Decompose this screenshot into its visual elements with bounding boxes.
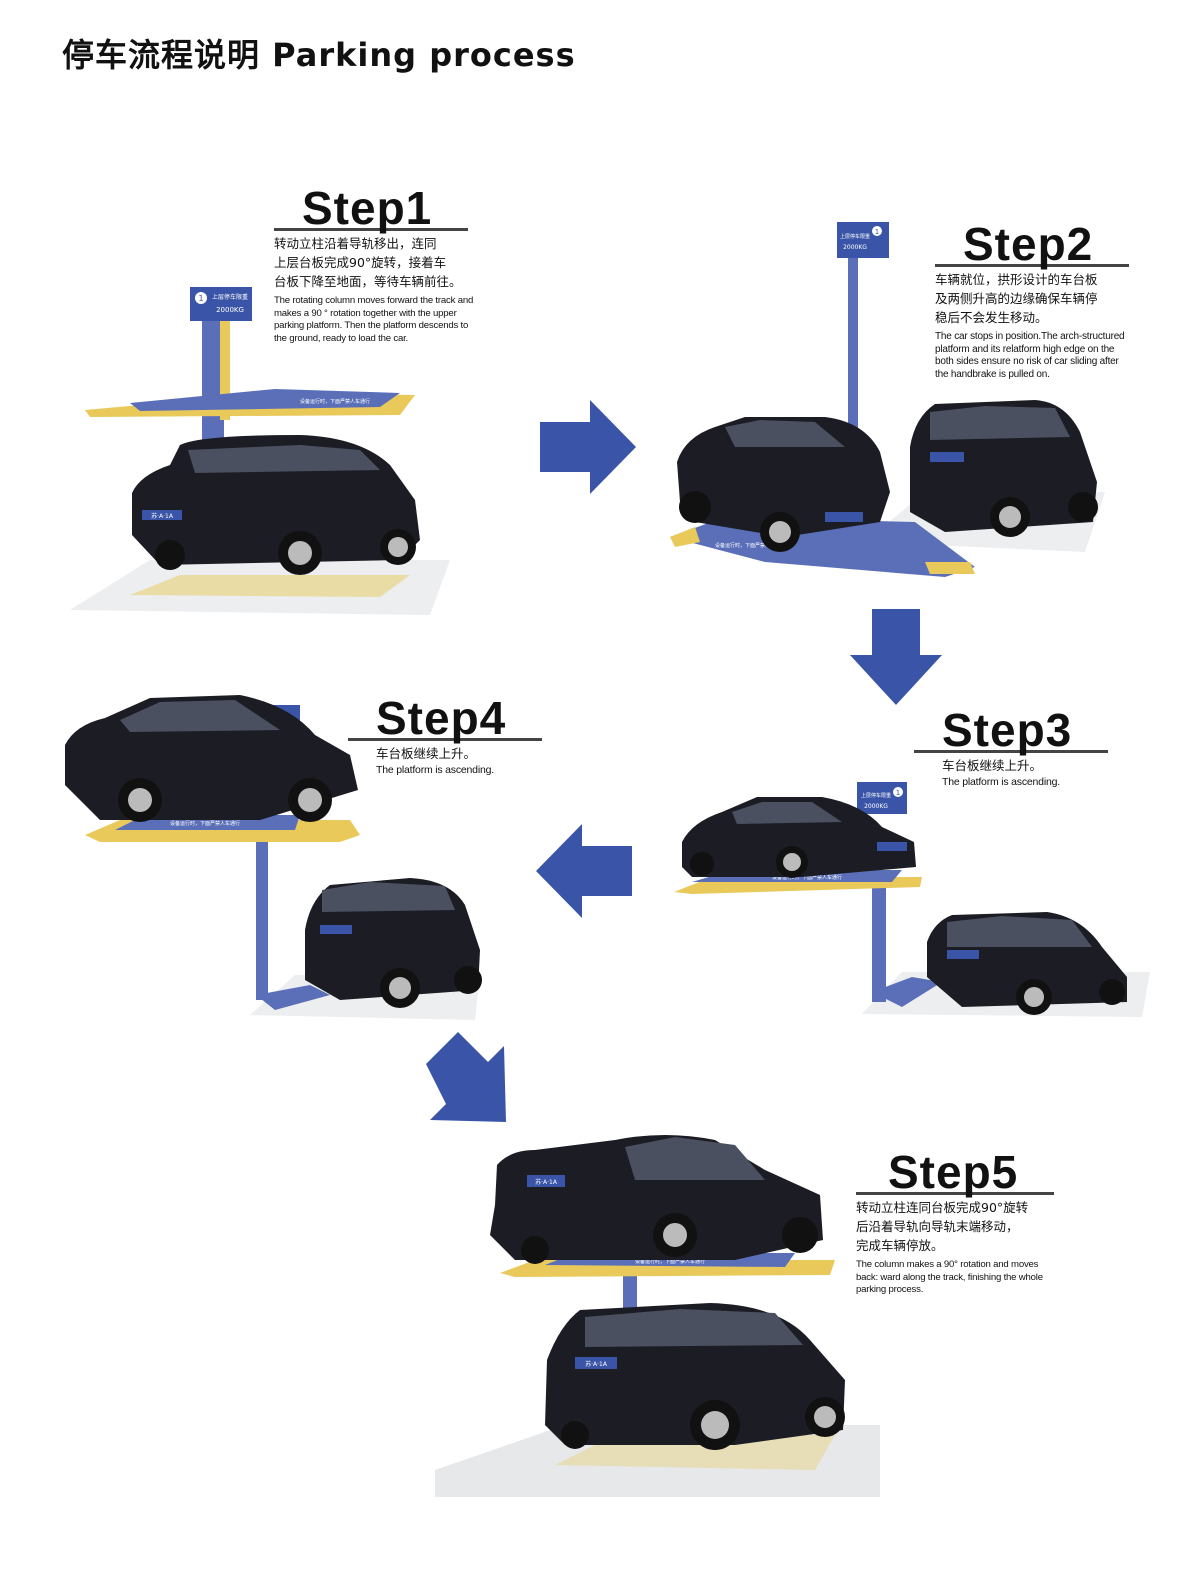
step5-photo: 设备运行时，下面严禁人车通行 苏·A·1A 苏·A·1A: [435, 1135, 880, 1497]
suv-car: [305, 878, 482, 1008]
step3-description-en: The platform is ascending.: [914, 776, 1114, 789]
step2-block: Step2 车辆就位，拱形设计的车台板 及两侧升高的边缘确保车辆停 稳后不会发生…: [935, 221, 1155, 381]
lift-column: [256, 840, 268, 1000]
floor: [435, 1425, 880, 1497]
svg-text:设备运行时，下面严禁人车通行: 设备运行时，下面严禁人车通行: [170, 820, 240, 827]
step3-photo: 1 上层停车限重 2000KG 设备运行时，下面严禁人车通行: [674, 782, 1150, 1017]
step2-description-en: The car stops in position.The arch-struc…: [935, 331, 1155, 381]
lift-column: [848, 252, 858, 452]
svg-text:上层停车限重: 上层停车限重: [212, 293, 248, 301]
svg-text:上层停车限重: 上层停车限重: [840, 233, 870, 240]
column-sign: 1 上层停车限重 2000KG: [837, 222, 889, 258]
step3-en-line: The platform is ascending.: [942, 776, 1060, 788]
step1-block: Step1 转动立柱沿着导轨移出，连同 上层台板完成90°旋转，接着车 台板下降…: [274, 185, 489, 345]
step2-zh-line: 及两侧升高的边缘确保车辆停: [935, 291, 1098, 306]
svg-text:设备运行时，下面严禁人车通行: 设备运行时，下面严禁人车通行: [772, 874, 842, 881]
step5-description-en: The column makes a 90° rotation and move…: [856, 1259, 1096, 1297]
lift-column: [202, 310, 224, 465]
step5-en-line: back: ward along the track, finishing th…: [856, 1271, 1043, 1283]
step2-heading: Step2: [935, 221, 1129, 267]
step4-zh-line: 车台板继续上升。: [376, 746, 477, 761]
step3-block: Step3 车台板继续上升。 The platform is ascending…: [914, 707, 1114, 789]
step5-en-line: parking process.: [856, 1284, 924, 1295]
step1-zh-line: 台板下降至地面，等待车辆前往。: [274, 274, 462, 289]
step1-description-zh: 转动立柱沿着导轨移出，连同 上层台板完成90°旋转，接着车 台板下降至地面，等待…: [274, 234, 489, 291]
svg-text:1: 1: [198, 294, 203, 303]
arrow-right-icon: [540, 400, 636, 494]
step2-en-line: both sides ensure no risk of car sliding…: [935, 356, 1119, 367]
lift-column: [623, 1270, 637, 1310]
svg-text:设备运行时，下面严禁人车通行: 设备运行时，下面严禁人车通行: [300, 398, 370, 405]
step1-description-en: The rotating column moves forward the tr…: [274, 295, 489, 345]
step4-heading: Step4: [348, 695, 542, 741]
sedan-car: 苏·A·1A: [490, 1135, 823, 1264]
step5-block: Step5 转动立柱连同台板完成90°旋转 后沿着导轨向导轨末端移动， 完成车辆…: [856, 1149, 1096, 1297]
svg-text:2000KG: 2000KG: [216, 306, 244, 314]
step5-description-zh: 转动立柱连同台板完成90°旋转 后沿着导轨向导轨末端移动， 完成车辆停放。: [856, 1198, 1096, 1255]
sedan-car: [682, 797, 916, 878]
step5-zh-line: 后沿着导轨向导轨末端移动，: [856, 1219, 1019, 1234]
step2-zh-line: 车辆就位，拱形设计的车台板: [935, 272, 1098, 287]
arrow-down-right-icon: [426, 1032, 506, 1122]
column-sign: 1 上层停车限重 2000KG: [190, 287, 252, 321]
step2-en-line: The car stops in position.The arch-struc…: [935, 331, 1125, 342]
step2-en-line: the handbrake is pulled on.: [935, 368, 1050, 380]
suv-car: 苏·A·1A: [132, 435, 420, 575]
step4-description-zh: 车台板继续上升。: [348, 744, 548, 763]
step4-block: Step4 车台板继续上升。 The platform is ascending…: [348, 695, 548, 777]
svg-text:上层停车限重: 上层停车限重: [861, 792, 891, 799]
step2-photo: 1 上层停车限重 2000KG 设备运行时，下面严禁人车通行: [670, 222, 1105, 577]
lower-platform: [670, 517, 975, 577]
step3-zh-line: 车台板继续上升。: [942, 758, 1043, 773]
page-title: 停车流程说明 Parking process: [62, 36, 576, 74]
step4-description-en: The platform is ascending.: [348, 764, 548, 777]
lift-column: [872, 882, 886, 1002]
step1-en-line: The rotating column moves forward the tr…: [274, 295, 474, 306]
step1-zh-line: 上层台板完成90°旋转，接着车: [274, 255, 447, 270]
svg-text:苏·A·1A: 苏·A·1A: [585, 1360, 608, 1368]
step2-zh-line: 稳后不会发生移动。: [935, 310, 1048, 325]
step5-heading: Step5: [856, 1149, 1054, 1195]
svg-text:2000KG: 2000KG: [864, 803, 888, 810]
arrow-left-icon: [536, 824, 632, 918]
svg-text:苏·A·1A: 苏·A·1A: [151, 512, 174, 520]
step5-en-line: The column makes a 90° rotation and move…: [856, 1259, 1039, 1270]
step1-en-line: parking platform. Then the platform desc…: [274, 320, 469, 331]
step1-en-line: makes a 90 ° rotation together with the …: [274, 307, 457, 319]
step5-zh-line: 转动立柱连同台板完成90°旋转: [856, 1200, 1029, 1215]
svg-text:1: 1: [875, 228, 879, 236]
sedan-car: [65, 695, 358, 822]
svg-text:1: 1: [896, 789, 900, 797]
step2-en-line: platform and its relatform high edge on …: [935, 343, 1115, 355]
step4-photo: 设备运行时，下面严禁人车通行: [65, 695, 482, 1020]
svg-text:2000KG: 2000KG: [843, 244, 867, 251]
step1-en-line: the ground, ready to load the car.: [274, 332, 409, 344]
svg-text:设备运行时，下面严禁人车通行: 设备运行时，下面严禁人车通行: [715, 542, 785, 549]
suv-car: 苏·A·1A: [545, 1303, 845, 1450]
suv-car: [910, 400, 1098, 537]
step1-zh-line: 转动立柱沿着导轨移出，连同: [274, 236, 437, 251]
step3-heading: Step3: [914, 707, 1108, 753]
arrow-down-icon: [850, 609, 942, 705]
svg-text:苏·A·1A: 苏·A·1A: [535, 1178, 558, 1186]
svg-text:设备运行时，下面严禁人车通行: 设备运行时，下面严禁人车通行: [635, 1258, 705, 1265]
column-sign: 1 上层停车限重 2000KG: [857, 782, 907, 814]
step2-description-zh: 车辆就位，拱形设计的车台板 及两侧升高的边缘确保车辆停 稳后不会发生移动。: [935, 270, 1155, 327]
sedan-car: [677, 417, 890, 552]
step1-heading: Step1: [274, 185, 468, 231]
suv-car: [927, 912, 1127, 1015]
step3-description-zh: 车台板继续上升。: [914, 756, 1114, 775]
step1-photo: 1 上层停车限重 2000KG 设备运行时，下面严禁人车通行 苏·A·1A: [70, 287, 450, 615]
step5-zh-line: 完成车辆停放。: [856, 1238, 944, 1253]
step4-en-line: The platform is ascending.: [376, 764, 494, 776]
